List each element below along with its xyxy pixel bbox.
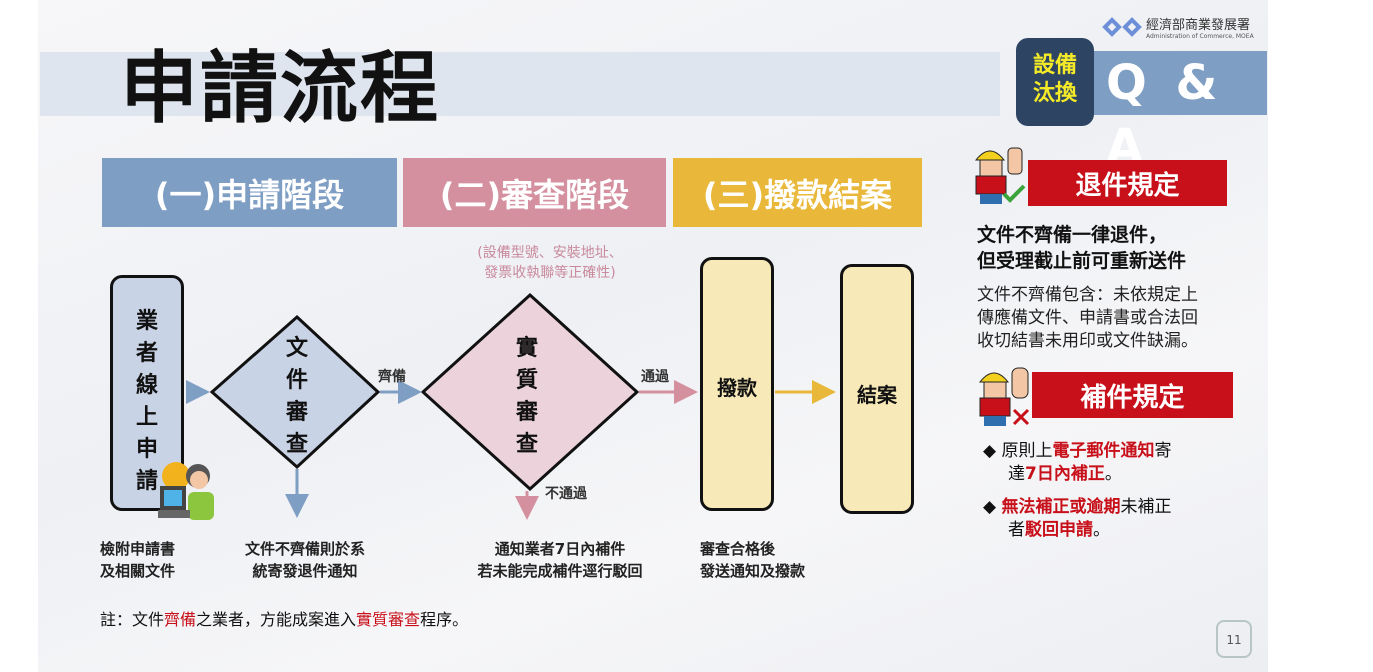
equipment-replacement-tag: 設備汰換 [1016, 38, 1094, 126]
title-band [40, 52, 1000, 116]
worker-thumbs-up-icon [970, 142, 1030, 206]
caption-substantive: 通知業者7日內補件若未能完成補件逕行駁回 [477, 540, 643, 580]
stage-payment: (三)撥款結案 [673, 158, 922, 227]
return-rule-body: 文件不齊備包含：未依規定上傳應備文件、申請書或合法回收切結書未用印或文件缺漏。 [977, 285, 1198, 351]
stage-apply: (一)申請階段 [102, 158, 397, 227]
diamond-bullet-icon: ◆ [983, 441, 1002, 461]
footnote: 註：文件齊備之業者，方能成案進入實質審查程序。 [100, 610, 469, 629]
page-number: 11 [1216, 620, 1252, 658]
return-rule-bold: 文件不齊備一律退件，但受理截止前可重新送件 [977, 224, 1187, 272]
label-complete: 齊備 [378, 369, 406, 385]
stage-review: (二)審查階段 [403, 158, 666, 227]
applicant-computer-icon [158, 458, 216, 520]
doc-review-label: 文件審查 [285, 336, 308, 457]
label-pass: 通過 [641, 369, 669, 385]
supplement-bullet-2: ◆ 無法補正或逾期未補正 者駁回申請。 [983, 497, 1172, 540]
diamond-bullet-icon: ◆ [983, 497, 1002, 517]
caption-apply: 檢附申請書及相關文件 [100, 540, 176, 580]
supplement-bullet-1: ◆ 原則上電子郵件通知寄 達7日內補正。 [983, 441, 1172, 484]
label-fail: 不通過 [545, 486, 587, 502]
page-title: 申請流程 [120, 44, 441, 134]
flow-diagram [186, 292, 836, 520]
substantive-review-diamond [420, 292, 640, 492]
substantive-review-label: 實質審查 [515, 336, 538, 457]
return-rule-header: 退件規定 [1028, 160, 1227, 206]
review-note: (設備型號、安裝地址、發票收執聯等正確性) [477, 245, 623, 281]
caption-doc-review: 文件不齊備則於系統寄發退件通知 [244, 540, 365, 580]
payment-box: 撥款 [700, 257, 774, 511]
supplement-rule-header: 補件規定 [1032, 372, 1233, 418]
caption-payment: 審查合格後發送通知及撥款 [700, 540, 806, 580]
logo-icon [1102, 17, 1142, 37]
worker-stop-icon [974, 364, 1034, 428]
close-box: 結案 [840, 264, 914, 514]
qa-banner: Q & A [1094, 51, 1267, 175]
doc-review-diamond [209, 314, 381, 470]
